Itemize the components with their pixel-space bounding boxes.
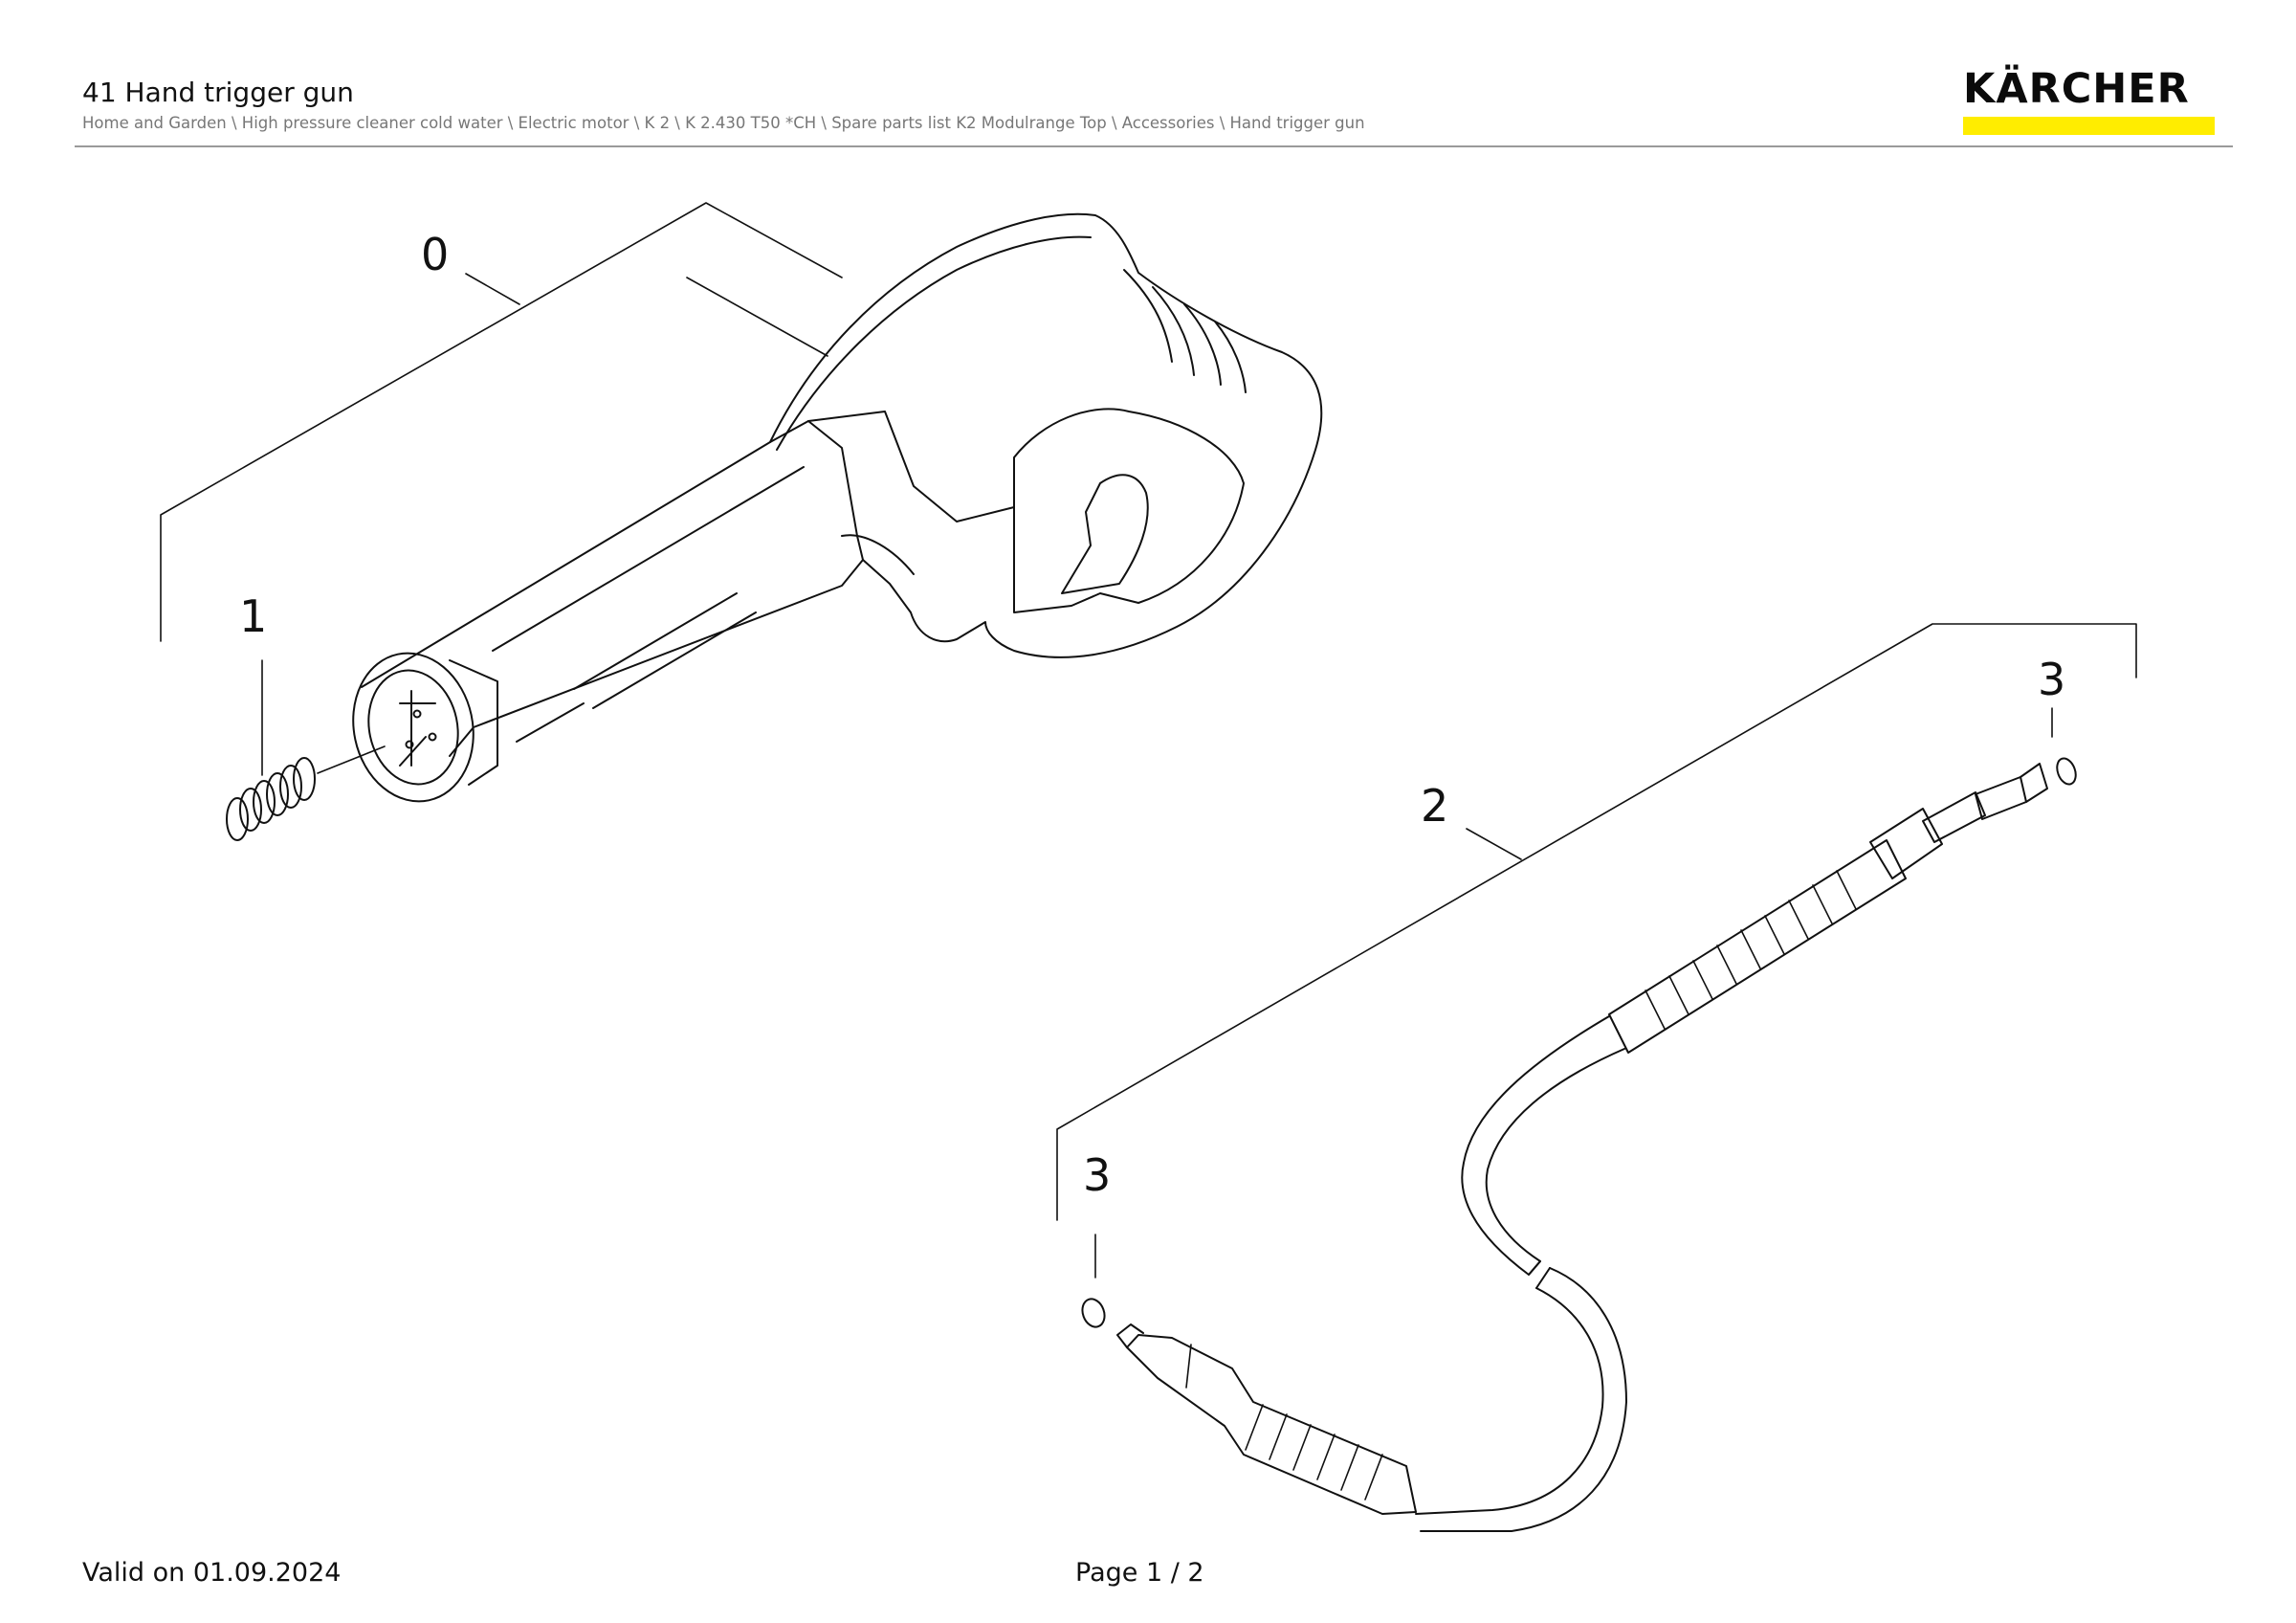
callout-3-lower: 3 [1083,1149,1111,1201]
logo-text: KÄRCHER [1963,65,2190,113]
callout-3-upper: 3 [2038,654,2065,705]
validity-date: Valid on 01.09.2024 [82,1558,342,1588]
leader-part-1 [261,659,386,776]
o-ring-lower [1081,1234,1106,1328]
bracket-part-0 [160,202,843,642]
page-title: 41 Hand trigger gun [82,77,354,108]
callout-0: 0 [421,229,449,280]
page-number: Page 1 / 2 [1075,1558,1204,1588]
breadcrumb: Home and Garden \ High pressure cleaner … [82,114,1365,132]
o-ring-upper [2051,707,2077,786]
high-pressure-hose [1116,763,2048,1532]
spring [226,757,316,841]
callout-1: 1 [239,590,267,642]
hand-trigger-gun [352,212,1323,803]
logo-yellow-bar [1963,117,2215,135]
header-divider [75,145,2233,147]
callout-2: 2 [1421,780,1448,832]
bracket-part-2 [1056,623,2137,1221]
karcher-logo: KÄRCHER [1961,65,2219,138]
